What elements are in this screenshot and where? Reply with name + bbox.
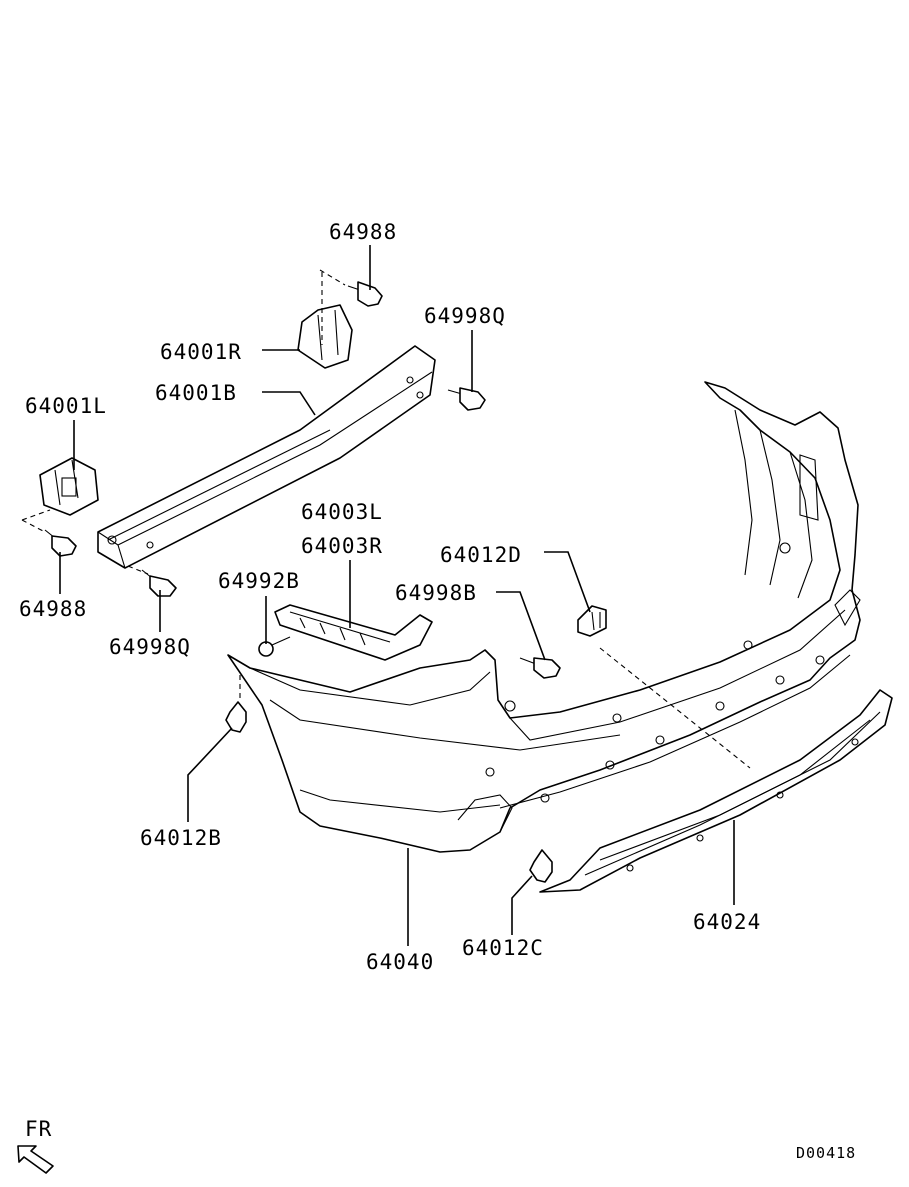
label-64988-left: 64988 [19, 597, 87, 621]
clip-64012b [225, 701, 247, 733]
label-64988-top: 64988 [329, 220, 397, 244]
bracket-left [39, 457, 99, 516]
bumper-reinforcement-beam [97, 345, 436, 569]
front-direction-label: FR [25, 1117, 52, 1141]
label-64001r: 64001R [160, 340, 242, 364]
bolt-64988-top [347, 281, 383, 307]
label-64024: 64024 [693, 910, 761, 934]
clip-64012d [577, 605, 607, 637]
label-64998q-left: 64998Q [109, 635, 191, 659]
label-64992b: 64992B [218, 569, 300, 593]
bumper-retainer [274, 604, 433, 661]
screw-64992b [258, 636, 291, 657]
label-64012c: 64012C [462, 936, 544, 960]
label-64040: 64040 [366, 950, 434, 974]
label-64001l: 64001L [25, 394, 107, 418]
rear-bumper-cover [227, 381, 861, 853]
label-64998q-right: 64998Q [424, 304, 506, 328]
label-64012d: 64012D [440, 543, 522, 567]
label-64001b: 64001B [155, 381, 237, 405]
bracket-right [297, 304, 353, 369]
lower-garnish [539, 689, 893, 893]
clip-64012c [529, 849, 553, 883]
label-64012b: 64012B [140, 826, 222, 850]
bolt-64998q-right [447, 387, 486, 411]
front-direction-indicator: FR [17, 1117, 54, 1174]
diagram-code: D00418 [796, 1144, 856, 1162]
bolt-64998b [519, 657, 561, 679]
bolt-64988-left [44, 529, 77, 557]
label-64003l: 64003L [301, 500, 383, 524]
label-64003r: 64003R [301, 534, 383, 558]
front-direction-arrow-icon [17, 1145, 54, 1174]
label-64998b: 64998B [395, 581, 477, 605]
